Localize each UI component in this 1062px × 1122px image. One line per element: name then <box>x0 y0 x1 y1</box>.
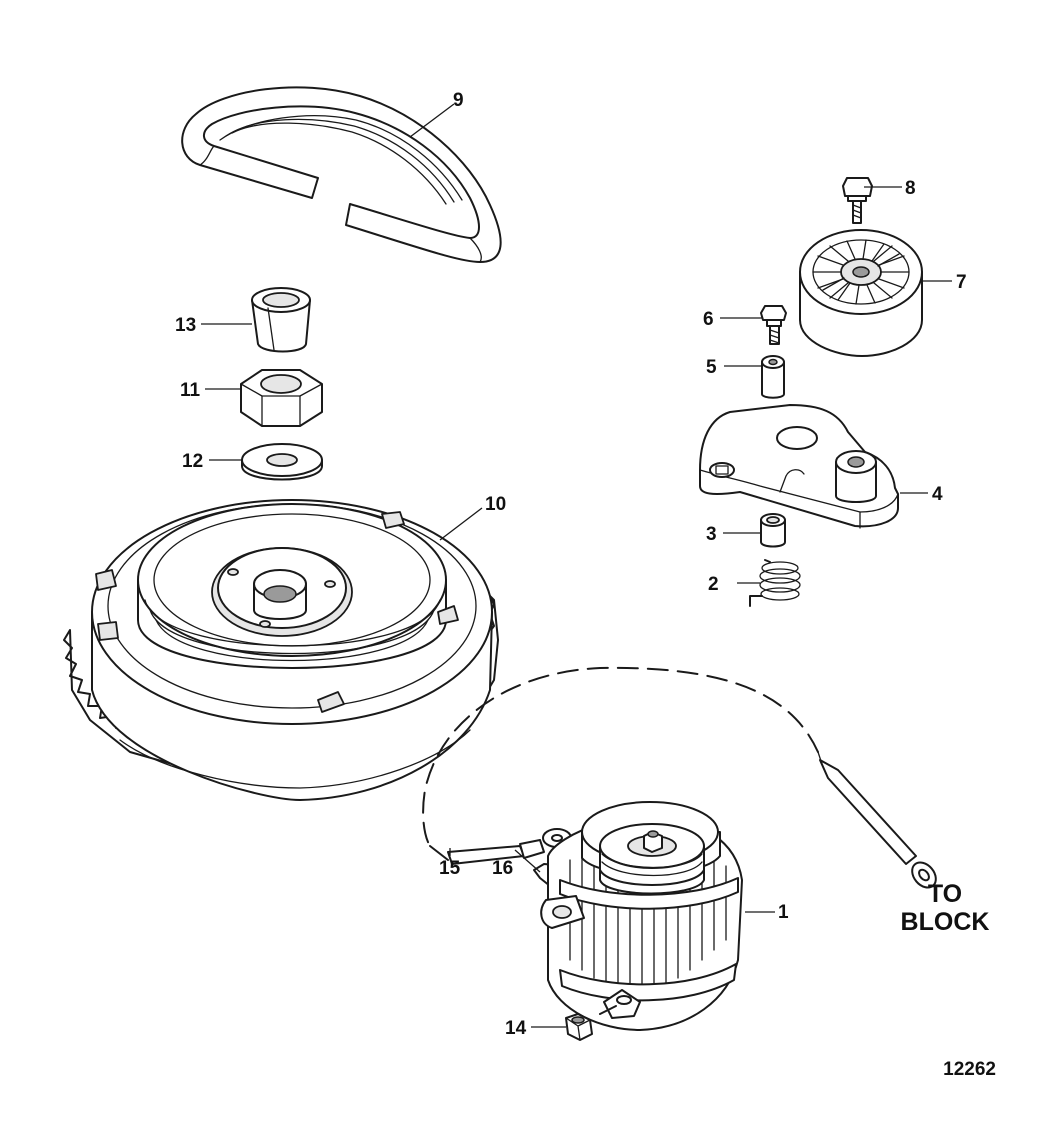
callout-8: 8 <box>905 178 916 199</box>
part-bushing <box>760 513 786 548</box>
part-spacer <box>251 287 311 353</box>
callout-3: 3 <box>706 524 717 545</box>
callout-4: 4 <box>932 484 943 505</box>
callout-15: 15 <box>439 858 461 879</box>
callout-16: 16 <box>492 858 513 879</box>
callout-2: 2 <box>708 574 719 595</box>
part-shoulder-bolt <box>760 305 787 345</box>
callout-6: 6 <box>703 309 714 330</box>
callout-12: 12 <box>182 451 203 472</box>
note-line-1: TO <box>928 880 962 908</box>
part-sleeve <box>761 355 785 399</box>
part-flywheel <box>63 499 499 801</box>
callout-11: 11 <box>180 380 201 401</box>
callout-7: 7 <box>956 272 967 293</box>
callout-14: 14 <box>505 1018 527 1039</box>
part-pulley-bolt <box>842 177 873 224</box>
part-hex-nut <box>565 1013 593 1041</box>
part-belt <box>181 86 502 263</box>
part-tensioner-arm <box>699 404 899 529</box>
part-idler-pulley <box>799 229 923 357</box>
to-block-note: TO BLOCK <box>901 880 990 936</box>
part-washer <box>241 443 323 481</box>
callout-13: 13 <box>175 315 196 336</box>
part-alternator <box>540 801 743 1031</box>
leader-lines <box>201 103 952 1028</box>
part-flywheel-nut <box>240 369 323 427</box>
callout-9: 9 <box>453 90 464 111</box>
callout-5: 5 <box>706 357 717 378</box>
part-ground-wire <box>422 666 937 889</box>
callout-labels: 1 2 3 4 5 6 7 8 9 10 11 12 13 14 15 16 <box>175 90 967 1039</box>
callout-1: 1 <box>778 902 789 923</box>
figure-number: 12262 <box>943 1059 996 1080</box>
callout-10: 10 <box>485 494 506 515</box>
part-torsion-spring <box>749 559 801 607</box>
note-line-2: BLOCK <box>901 908 990 936</box>
